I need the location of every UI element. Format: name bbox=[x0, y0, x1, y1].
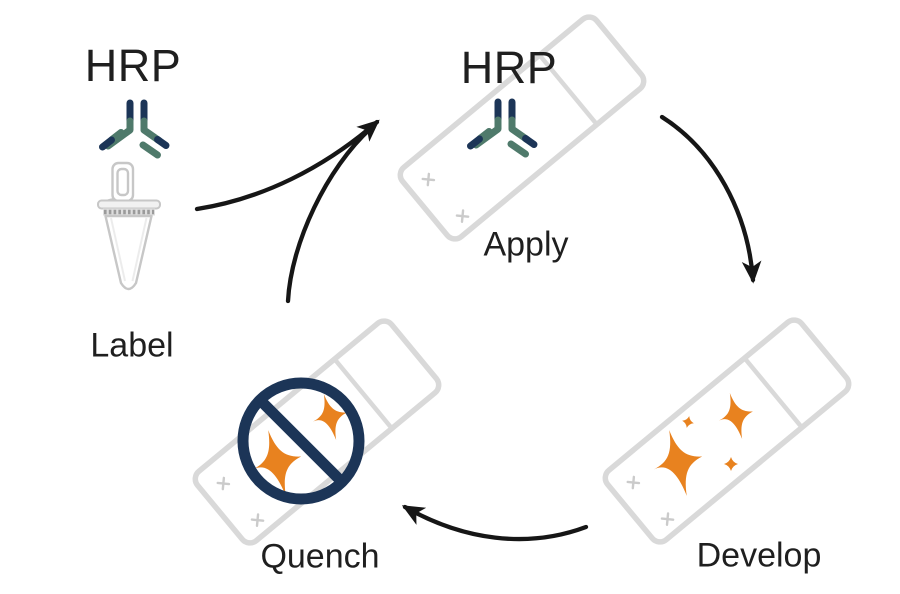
microcentrifuge-tube-icon bbox=[97, 161, 161, 291]
step-label-apply: Apply bbox=[483, 225, 569, 264]
antibody-hrp-icon-label bbox=[103, 103, 167, 155]
arrow-quench-to-apply bbox=[285, 125, 374, 304]
step-label-label: Label bbox=[90, 326, 174, 365]
hrp-badge-label-step: HRP bbox=[84, 40, 182, 91]
arrow-develop-to-quench bbox=[401, 504, 589, 542]
hrp-badge-apply-step: HRP bbox=[460, 42, 558, 93]
step-label-quench: Quench bbox=[260, 537, 380, 576]
arrow-apply-to-develop bbox=[659, 114, 762, 284]
quench-prohibition-icon bbox=[237, 377, 365, 505]
slide-quench bbox=[191, 317, 443, 547]
arrow-label-to-apply bbox=[194, 119, 380, 212]
step-label-develop: Develop bbox=[696, 536, 822, 575]
slide-develop bbox=[601, 316, 853, 546]
